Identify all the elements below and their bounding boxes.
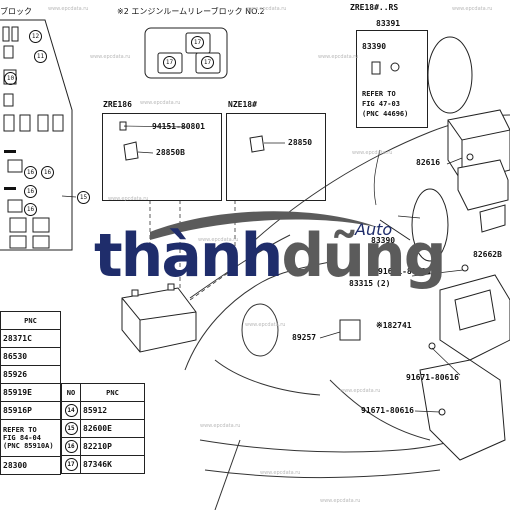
brand-logo-tag: Auto: [355, 220, 393, 239]
part-91671-80616-c[interactable]: 91671-80616: [361, 406, 414, 415]
brand-logo: thànhdũng: [94, 226, 447, 286]
pnc-table-right: NO PNC 14 85912 15 82600E 16 82210P 17 8…: [61, 383, 145, 474]
engine-block: [419, 274, 510, 461]
small-parts: [119, 61, 474, 416]
no-number: 15: [64, 422, 78, 435]
refer-line-2: FIG 47-03: [362, 100, 400, 108]
battery-icon: [121, 283, 197, 353]
part-83390[interactable]: 83390: [362, 42, 387, 51]
watermark-text: www.epcdata.ru: [245, 322, 286, 328]
brand-logo-part2: dũng: [281, 221, 446, 291]
relay-block-outline: [144, 27, 228, 79]
part-28850b[interactable]: 28850B: [156, 148, 185, 157]
watermark-text: www.epcdata.ru: [260, 470, 301, 476]
relay-number: 17: [191, 36, 204, 49]
part-82662b[interactable]: 82662B: [473, 250, 502, 259]
pnc-refer-line: FIG 84-04: [3, 434, 41, 442]
fuse-number: 12: [29, 30, 42, 43]
fuse-number: 16: [24, 203, 37, 216]
watermark-text: www.epcdata.ru: [108, 196, 149, 202]
fuse-strips: [4, 150, 16, 190]
watermark-text: www.epcdata.ru: [140, 100, 181, 106]
brake-booster: [379, 36, 473, 262]
part-89257[interactable]: 89257: [292, 333, 317, 342]
variant-zre186: ZRE186: [103, 100, 132, 109]
part-83390-b[interactable]: 83390: [371, 236, 396, 245]
part-83391[interactable]: 83391: [376, 19, 401, 28]
watermark-text: www.epcdata.ru: [198, 237, 239, 243]
part-83315-qty: (2): [376, 279, 391, 288]
pnc-table-left: PNC 28371C 86530 85926 85919E 85916P REF…: [0, 311, 61, 475]
zre186-detail-box: [102, 113, 222, 201]
refer-line-3: (PNC 44696): [362, 110, 409, 118]
booster-detail-box: [356, 30, 428, 128]
part-91671-80616-a[interactable]: 91671-80616: [378, 267, 431, 276]
pnc-cell: 87346K: [80, 455, 145, 474]
no-number: 17: [64, 458, 78, 471]
nze18-detail-box: [226, 113, 326, 201]
part-182741[interactable]: ※182741: [376, 321, 412, 330]
leader-line-15: [61, 195, 77, 198]
pnc-cell: 28300: [0, 456, 61, 475]
fuse-number: 16: [41, 166, 54, 179]
left-block-title: ブロック: [0, 7, 32, 16]
part-82616[interactable]: 82616: [416, 158, 441, 167]
fuse-number: 16: [24, 185, 37, 198]
fuse-number: 10: [4, 72, 17, 85]
callout-15: 15: [77, 191, 90, 204]
no-number: 16: [64, 440, 78, 453]
watermark-text: www.epcdata.ru: [352, 150, 393, 156]
watermark-text: www.epcdata.ru: [452, 6, 493, 12]
fuse-number: 11: [34, 50, 47, 63]
no-cell: 17: [61, 455, 81, 474]
watermark-text: www.epcdata.ru: [320, 498, 361, 504]
refer-line-1: REFER TO: [362, 90, 396, 98]
part-28850[interactable]: 28850: [288, 138, 313, 147]
watermark-text: www.epcdata.ru: [340, 388, 381, 394]
part-91671-80616-b[interactable]: 91671-80616: [406, 373, 459, 382]
relay-number: 17: [163, 56, 176, 69]
variant-nze18: NZE18#: [228, 100, 257, 109]
pnc-refer-line: REFER TO: [3, 426, 37, 434]
part-83315[interactable]: 83315: [349, 279, 374, 288]
pnc-header: PNC: [0, 311, 61, 330]
watermark-text: www.epcdata.ru: [48, 6, 89, 12]
part-94151-80801[interactable]: 94151-80801: [152, 122, 205, 131]
relay-number: 17: [201, 56, 214, 69]
pnc-refer-line: (PNC 85910A): [3, 442, 54, 450]
watermark-text: www.epcdata.ru: [90, 54, 131, 60]
fuse-number: 16: [24, 166, 37, 179]
variant-zre18-rs: ZRE18#..RS: [350, 3, 399, 12]
brand-logo-part1: thành: [94, 221, 283, 291]
watermark-text: www.epcdata.ru: [200, 423, 241, 429]
relay-bracket: [457, 159, 509, 233]
leader-lines: [123, 125, 464, 413]
watermark-text: www.epcdata.ru: [318, 54, 359, 60]
watermark-text: www.epcdata.ru: [246, 6, 287, 12]
no-number: 14: [64, 404, 78, 417]
relay-block-title: ※2 エンジンルームリレーブロック NO.2: [117, 7, 265, 16]
